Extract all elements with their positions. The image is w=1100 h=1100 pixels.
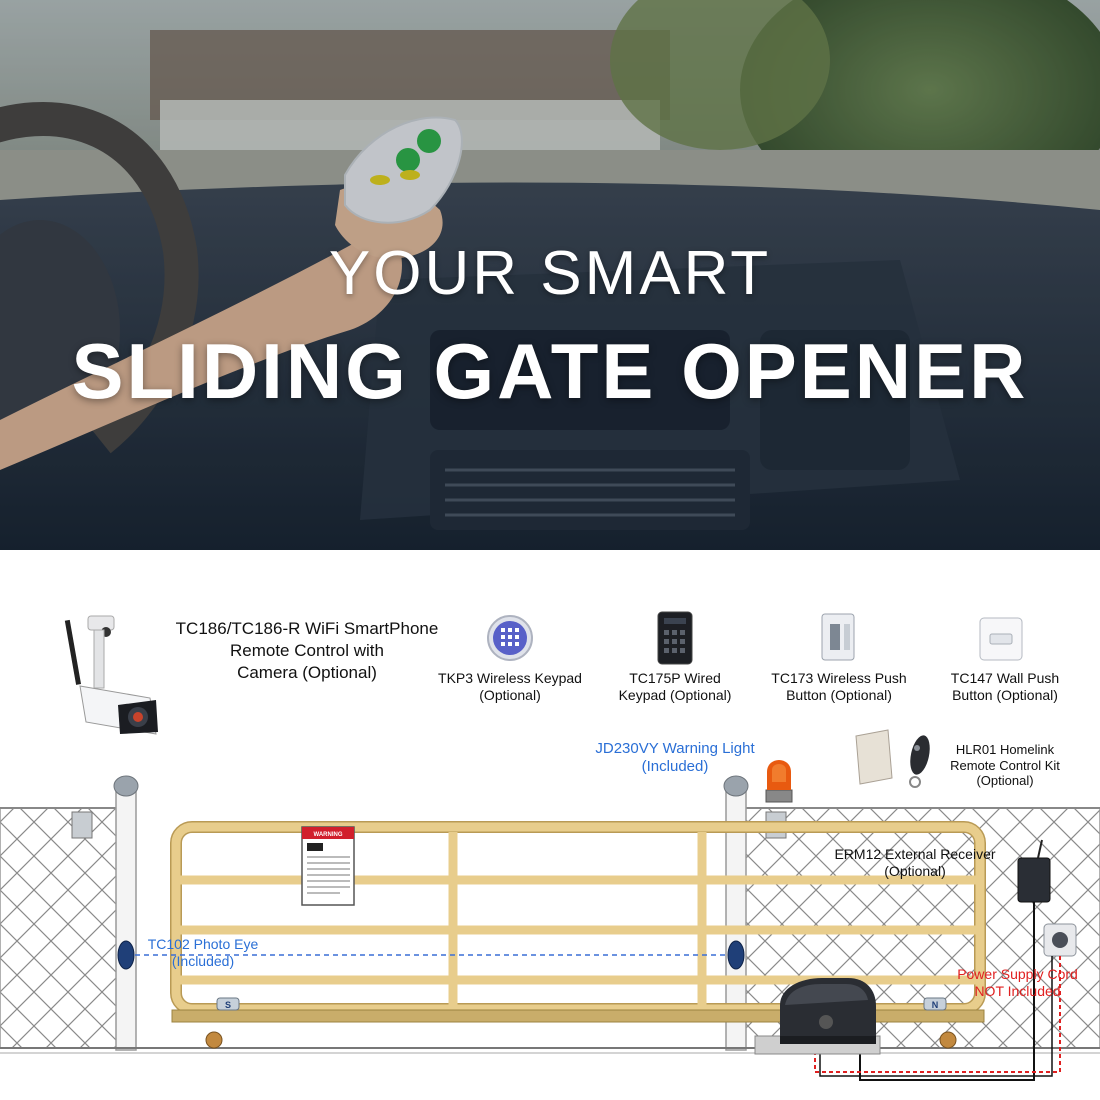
warning-light-icon	[765, 760, 793, 803]
camera-label: TC186/TC186-R WiFi SmartPhone Remote Con…	[175, 619, 439, 682]
power-cord	[814, 956, 1061, 1073]
power-cord-label: Power Supply Cord NOT Included	[957, 966, 1078, 999]
receiver-wire	[859, 902, 1035, 1081]
sign-heading: WARNING	[314, 832, 343, 838]
tc175p-label: TC175P Wired Keypad (Optional)	[618, 670, 732, 703]
tc173-label: TC173 Wireless Push Button (Optional)	[771, 670, 907, 703]
warning-light-label: JD230VY Warning Light (Included)	[595, 740, 755, 775]
left-bracket	[71, 811, 93, 839]
power-cord-dark	[819, 956, 1053, 1077]
wall-push-button-icon	[979, 617, 1023, 661]
photo-eye-right	[727, 940, 745, 970]
warning-sign	[301, 826, 355, 906]
gate-opener-motor	[780, 978, 876, 1044]
gate-wheel-left	[205, 1031, 223, 1049]
limit-s-text: S	[225, 1000, 231, 1010]
limit-bracket-s	[216, 997, 240, 1011]
homelink-kit-icon	[855, 729, 930, 788]
tkp3-label: TKP3 Wireless Keypad (Optional)	[438, 670, 582, 703]
wireless-keypad-icon	[487, 615, 533, 661]
gate-diagram-graphic: S N WARNING	[0, 611, 1100, 1081]
wireless-push-button-icon	[821, 613, 855, 661]
gate-wheel-right	[939, 1031, 957, 1049]
wired-keypad-icon	[657, 611, 693, 665]
hero-title-line1: YOUR SMART	[328, 239, 772, 308]
limit-n-text: N	[932, 1000, 939, 1010]
left-gate-post	[115, 789, 137, 1051]
power-outlet-icon	[1043, 923, 1077, 957]
photo-eye-left	[117, 940, 135, 970]
receiver-label: ERM12 External Receiver (Optional)	[834, 846, 996, 879]
tc147-label: TC147 Wall Push Button (Optional)	[950, 670, 1060, 703]
installation-diagram: S N WARNING TC186/TC186-R WiFi SmartPhon…	[0, 550, 1100, 1100]
hero-section: YOUR SMART SLIDING GATE OPENER	[0, 0, 1100, 550]
left-fence-mesh	[0, 807, 119, 1049]
homelink-label: HLR01 Homelink Remote Control Kit (Optio…	[950, 742, 1060, 789]
car-interior-photo	[0, 0, 1100, 550]
wifi-camera-icon	[64, 615, 158, 735]
external-receiver-icon	[1017, 839, 1051, 903]
hero-title-line2: SLIDING GATE OPENER	[71, 327, 1029, 415]
photo-eye-label: TC102 Photo Eye (Included)	[147, 936, 259, 969]
limit-bracket-n	[923, 997, 947, 1011]
